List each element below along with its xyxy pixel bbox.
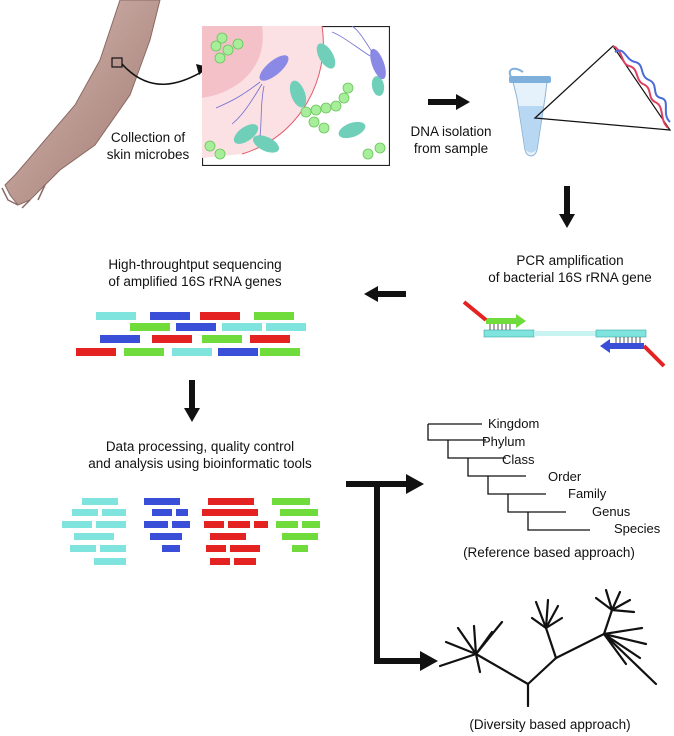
taxonomy-tree: Kingdom Phylum Class Order Family Genus …	[427, 416, 661, 536]
label-processing: Data processing, quality control and ana…	[60, 438, 340, 472]
label-collection: Collection of skin microbes	[88, 129, 208, 163]
label-sequencing-line1: High-throughtput sequencing	[108, 257, 282, 272]
label-pcr-line2: of bacterial 16S rRNA gene	[488, 270, 652, 285]
label-processing-line2: and analysis using bioinformatic tools	[88, 456, 312, 471]
microbes-box	[202, 26, 390, 166]
arrow-to-pcr	[559, 186, 575, 228]
label-sequencing: High-throughtput sequencing of amplified…	[60, 256, 330, 290]
pcr-primer-diagram	[462, 300, 666, 368]
label-pcr: PCR amplification of bacterial 16S rRNA …	[470, 252, 670, 286]
rank-species: Species	[614, 521, 661, 536]
label-dna: DNA isolation from sample	[392, 123, 510, 157]
rank-class: Class	[502, 452, 535, 467]
rank-order: Order	[548, 469, 582, 484]
sample-site-marker	[111, 57, 123, 68]
arm-illustration	[1, 0, 200, 209]
caption-diversity-approach: (Diversity based approach)	[469, 717, 631, 732]
sequencing-reads	[76, 312, 306, 356]
label-pcr-line1: PCR amplification	[516, 253, 624, 268]
arrow-to-sequencing	[364, 286, 406, 302]
diversity-tree	[438, 588, 658, 708]
label-processing-line1: Data processing, quality control	[105, 439, 295, 454]
label-dna-line2: from sample	[413, 141, 489, 156]
rank-phylum: Phylum	[482, 434, 525, 449]
branching-arrow	[346, 474, 438, 671]
rank-family: Family	[568, 486, 607, 501]
label-collection-line2: skin microbes	[106, 147, 190, 162]
rank-genus: Genus	[592, 504, 631, 519]
label-dna-line1: DNA isolation	[410, 124, 492, 139]
label-collection-line1: Collection of	[110, 130, 186, 145]
clustered-reads	[62, 498, 320, 565]
label-sequencing-line2: of amplified 16S rRNA genes	[108, 274, 282, 289]
tube-with-dna-helix	[508, 45, 672, 157]
arrow-to-dna	[428, 94, 470, 110]
arrow-to-processing	[184, 380, 200, 422]
rank-kingdom: Kingdom	[488, 416, 539, 431]
caption-reference-approach: (Reference based approach)	[463, 545, 635, 560]
